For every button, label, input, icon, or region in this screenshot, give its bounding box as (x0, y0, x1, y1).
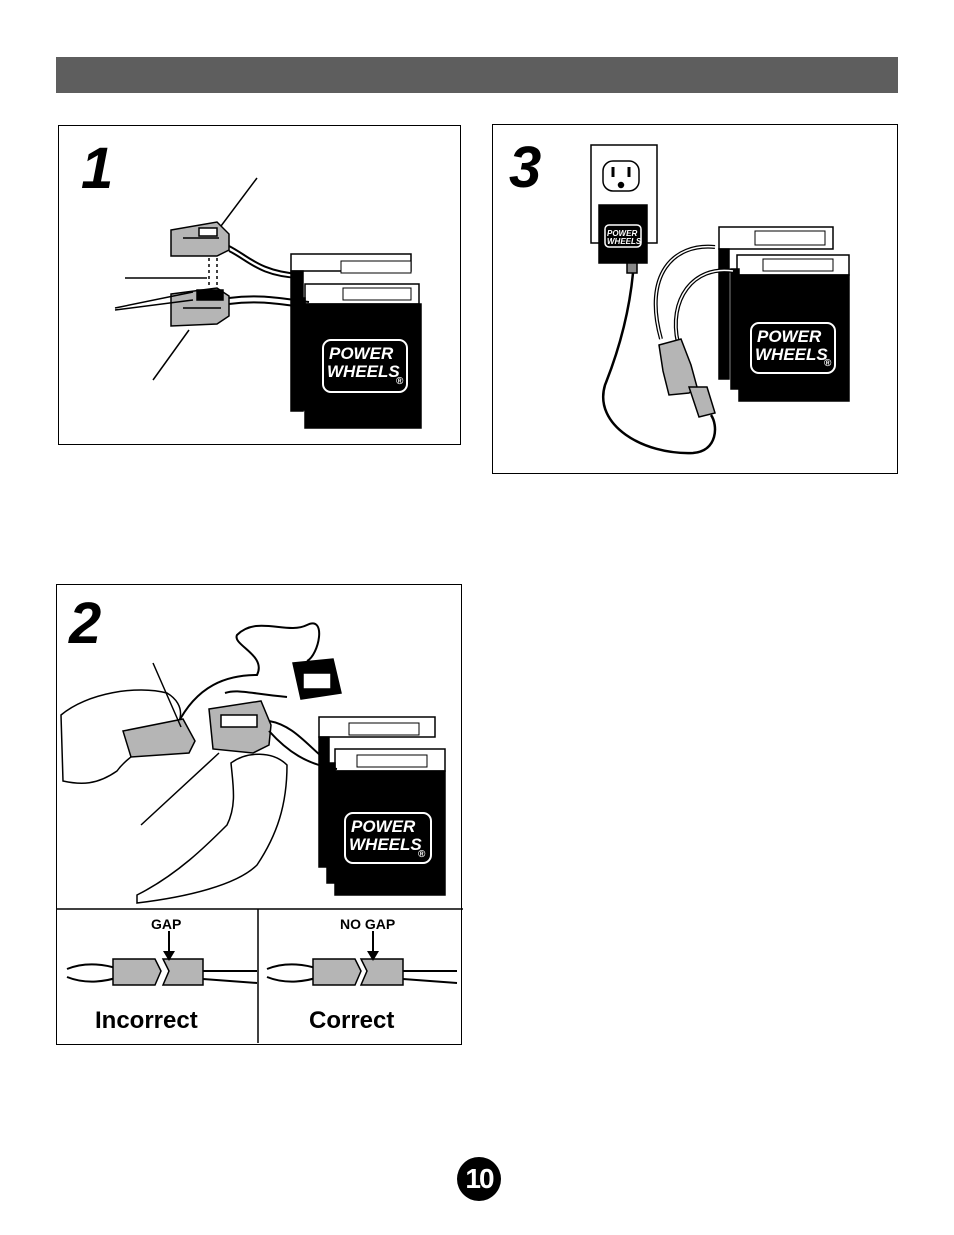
battery-logo-line1: POWER (329, 344, 394, 363)
charger-logo-line1: POWER (607, 229, 638, 238)
battery2-logo-trademark: ® (418, 849, 426, 860)
gap-label: GAP (151, 916, 182, 932)
battery2-logo-line1: POWER (351, 817, 416, 836)
lower-connector (170, 287, 230, 327)
step-2-illustration (57, 622, 463, 1043)
charger-unit (598, 204, 648, 274)
correct-connector-figure (266, 931, 458, 986)
step2-charger (292, 658, 342, 700)
step-3-illustration (590, 144, 850, 455)
power-wheels-logo (322, 339, 408, 393)
step-3-number: 3 (509, 135, 542, 200)
inline-connector (658, 338, 716, 418)
incorrect-connector-figure (66, 931, 258, 986)
battery-logo-line2: WHEELS (327, 362, 400, 381)
battery3-logo-line1: POWER (757, 327, 822, 346)
incorrect-label: Incorrect (95, 1007, 198, 1034)
step-1-number: 1 (81, 136, 114, 201)
battery3-logo-line2: WHEELS (755, 345, 828, 364)
page-number: 10 (465, 1163, 494, 1194)
step-2-number: 2 (69, 591, 102, 656)
battery2-logo-line2: WHEELS (349, 835, 422, 854)
power-wheels-logo-3 (750, 322, 836, 374)
charger-logo-line2: WHEELS (607, 237, 642, 246)
no-gap-label: NO GAP (340, 916, 396, 932)
upper-connector (170, 221, 230, 257)
step-3-panel: 3 (492, 124, 898, 474)
section-header-bar (56, 57, 898, 93)
correct-label: Correct (309, 1007, 395, 1034)
step-1-illustration (114, 177, 422, 429)
page-number-badge: 10 (457, 1157, 501, 1201)
battery-logo-trademark: ® (396, 376, 404, 387)
step-1-panel: 1 (58, 125, 461, 445)
battery3-logo-trademark: ® (824, 358, 832, 369)
step-2-panel: 2 (56, 584, 463, 1045)
